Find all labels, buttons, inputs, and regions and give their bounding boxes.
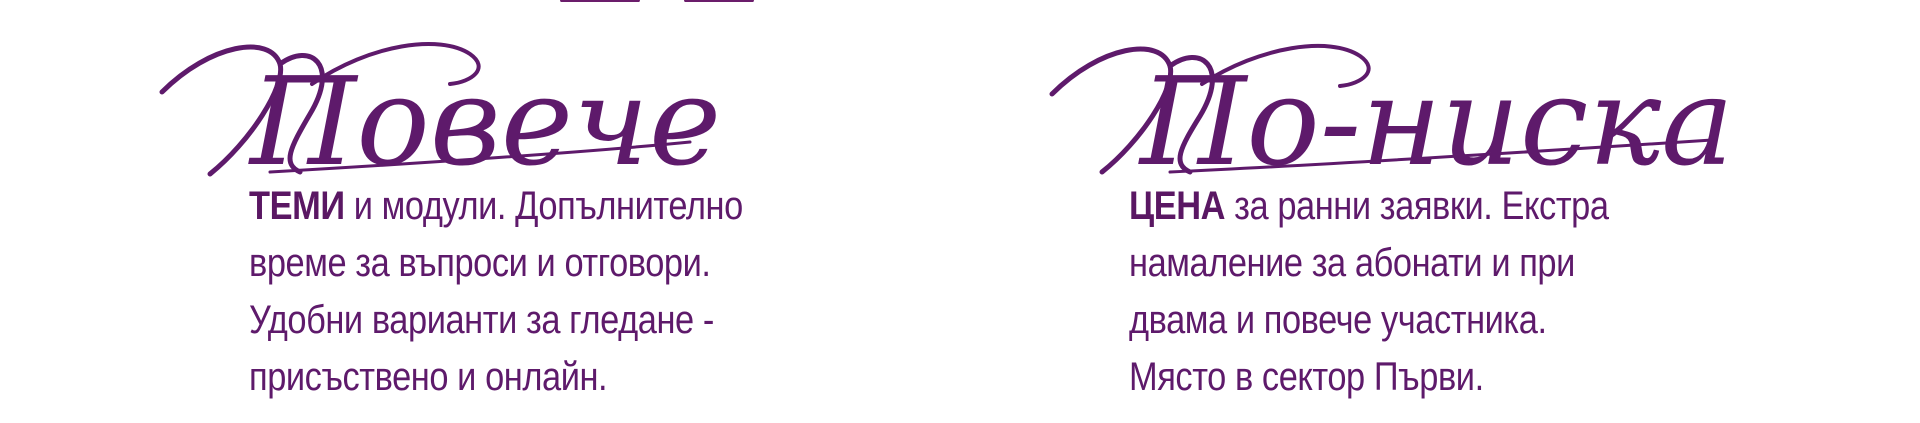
description-line-1-rest: за ранни заявки. Екстра xyxy=(1225,184,1609,228)
description-line-1-rest: и модули. Допълнително xyxy=(344,184,743,228)
feature-panel-lower-price: По-ниска ЦЕНА за ранни заявки. Екстра на… xyxy=(1040,0,1800,423)
description-line-1: ЦЕНА за ранни заявки. Екстра xyxy=(1129,178,1609,235)
description-line-4: Място в сектор Първи. xyxy=(1129,355,1484,399)
feature-panel-more-topics: Повече ТЕМИ и модули. Допълнително време… xyxy=(150,0,910,423)
feature-description-right: ЦЕНА за ранни заявки. Екстра намаление з… xyxy=(1129,178,1609,406)
cropped-heading-left xyxy=(560,0,780,2)
description-line-2: намаление за абонати и при xyxy=(1129,241,1575,285)
script-title-left: Повече xyxy=(159,42,721,193)
highlight-word: ТЕМИ xyxy=(249,184,345,228)
script-title-right-text: По-ниска xyxy=(1138,51,1734,193)
description-line-2: време за въпроси и отговори. xyxy=(249,241,711,285)
script-title-right: По-ниска xyxy=(1049,43,1734,193)
feature-description-left: ТЕМИ и модули. Допълнително време за въп… xyxy=(249,178,743,406)
script-title-left-text: Повече xyxy=(248,51,721,193)
highlight-word: ЦЕНА xyxy=(1129,184,1226,228)
description-line-3: Удобни варианти за гледане - xyxy=(249,298,714,342)
description-line-4: присъствено и онлайн. xyxy=(249,355,608,399)
description-line-3: двама и повече участника. xyxy=(1129,298,1547,342)
description-line-1: ТЕМИ и модули. Допълнително xyxy=(249,178,743,235)
